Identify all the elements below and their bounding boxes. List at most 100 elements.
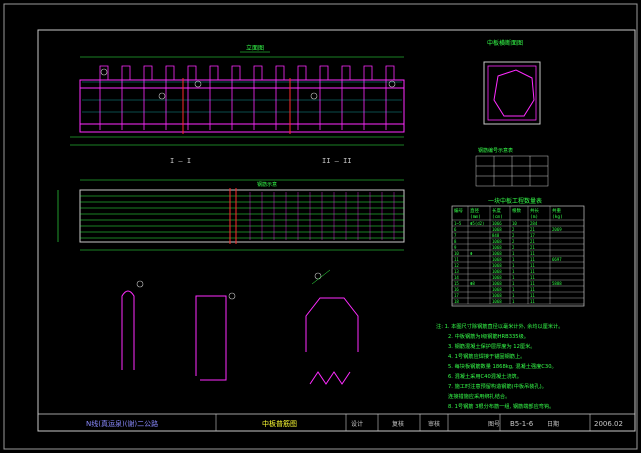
table-cell: 1 (512, 263, 515, 268)
table-cell: 10 (512, 221, 517, 226)
cross-section-outline (483, 61, 541, 125)
table-header-cell: 直径 (470, 207, 479, 214)
table-header-cell: 长度 (492, 207, 501, 214)
table-cell: 11 (530, 281, 535, 286)
table-cell: 15 (454, 281, 459, 286)
plan-cross-bars (249, 192, 395, 240)
bar-detail-hook (195, 295, 227, 381)
project-title: N线(真运泉)(谢)二公路 (86, 419, 158, 428)
table-cell: Φ5(d2) (470, 221, 484, 226)
table-cell: 1068 (492, 287, 502, 292)
callout-circle (310, 92, 318, 100)
title-block: N线(真运泉)(谢)二公路 中板普筋图 设计 复核 审核 图号 B5-1-6 日… (37, 413, 636, 432)
note-line: 6. 混凝土采用C40混凝土浇筑。 (448, 372, 522, 380)
callout-circle (158, 92, 166, 100)
table-cell: 1 (512, 287, 515, 292)
table-header-cell: (kg) (552, 214, 563, 220)
note-line: 3. 钢筋混凝土保护层厚度为 12厘米。 (448, 342, 535, 350)
table-cell: 1~5 (454, 221, 462, 226)
table-cell: 1068 (492, 257, 502, 262)
callout-circles (100, 68, 396, 100)
date-label: 日期 (547, 420, 559, 428)
table-cell: 5888 (552, 281, 562, 286)
figure-no: B5-1-6 (510, 420, 534, 428)
title-block-frame (37, 413, 636, 432)
table-cell: Φ8 (470, 281, 475, 286)
table-cell: 17 (454, 293, 459, 298)
callout-circle (228, 292, 236, 300)
table-cell: 11 (530, 269, 535, 274)
plan-view: 钢筋示意 (57, 179, 405, 251)
table-cell: 848 (492, 233, 500, 238)
bar-detail-arch (305, 297, 359, 352)
table-cell: 1068 (492, 245, 502, 250)
table-cell: 11 (454, 257, 459, 262)
callout-circle (136, 280, 144, 288)
table-header-cell: (mm) (470, 214, 481, 220)
callout-circle (100, 68, 108, 76)
section-rebar-cage (487, 65, 537, 121)
table-cell: 7 (454, 233, 457, 238)
outer-frame (3, 3, 638, 450)
table-header-cell: 编号 (454, 207, 463, 214)
table-cell: 14 (454, 275, 459, 280)
elevation-tag: 立面图 (246, 44, 264, 52)
check-label: 审核 (428, 420, 440, 428)
table-cell: 1 (512, 275, 515, 280)
table-cell: 1 (512, 269, 515, 274)
table-cell: 1 (512, 281, 515, 286)
table-cell: 11 (530, 299, 535, 304)
plan-long-bars (80, 195, 404, 239)
table-cell: 12 (454, 263, 459, 268)
table-cell: 18 (454, 299, 459, 304)
elevation-outline (79, 79, 405, 133)
table-header-cell: (m) (530, 214, 538, 220)
note-line: 4. 1号钢筋应焊接于锚固钢筋上。 (448, 352, 525, 360)
table-cell: 1068 (492, 275, 502, 280)
cross-section-view: 中板横断面图 钢筋编号示意表 (475, 39, 549, 187)
table-cell: 13 (454, 269, 459, 274)
stirrup (99, 65, 395, 130)
table-cell: 11 (530, 251, 535, 256)
table-cell: 11 (530, 293, 535, 298)
table-cell: 21 (530, 227, 535, 232)
callout-circle (388, 80, 396, 88)
table-title: 一块中板工程数量表 (488, 197, 542, 205)
note-line: 8. 1号钢筋 3根分布筋一组, 钢筋端部应弯钩。 (448, 402, 554, 410)
table-cell: 6697 (552, 257, 562, 262)
table-cell: 284 (530, 221, 538, 226)
table-header-cell: 共长 (530, 207, 539, 214)
stirrups (99, 65, 395, 130)
table-header-cell: (cm) (492, 214, 503, 220)
table-cell: 2 (512, 239, 515, 244)
quantity-table: 一块中板工程数量表 编号直径(mm)长度(cm)根数共长(m)共重(kg)1~5… (451, 197, 585, 307)
design-label: 设计 (351, 420, 363, 428)
table-cell: 1068 (492, 299, 502, 304)
table-cell: 11 (530, 263, 535, 268)
callout-circle (194, 80, 202, 88)
table-cell: 2 (512, 245, 515, 250)
inner-frame (37, 29, 636, 432)
table-cell: 17 (530, 233, 535, 238)
bar-dims-label: 钢筋编号示意表 (478, 147, 513, 154)
notes-block: 注: 1. 本图尺寸除钢筋直径以毫米计外, 余均以厘米计。2. 中板钢筋为I级钢… (436, 322, 563, 410)
date-value: 2006.02 (594, 420, 623, 428)
table-cell: 1068 (492, 293, 502, 298)
callout-circle (314, 272, 322, 280)
table-cell: 1068 (492, 263, 502, 268)
table-cell: 1068 (492, 251, 502, 256)
note-line: 注: 1. 本图尺寸除钢筋直径以毫米计外, 余均以厘米计。 (436, 322, 563, 330)
note-line: 5. 每块板钢筋数量 1868kg, 混凝土强度C30。 (448, 362, 557, 370)
table-cell: 1066 (492, 221, 502, 226)
table-cell: 21 (530, 239, 535, 244)
table-cell: 1 (512, 293, 515, 298)
table-header-cell: 共重 (552, 207, 561, 214)
figure-no-label: 图号 (488, 421, 500, 428)
table-cell: 1068 (492, 239, 502, 244)
elevation-view: 立面图 I — I II — II (70, 44, 405, 165)
table-grid (452, 206, 584, 305)
table-cell: 2 (512, 233, 515, 238)
section-1-label: I — I (170, 157, 191, 165)
bar-dims-table (475, 155, 549, 187)
